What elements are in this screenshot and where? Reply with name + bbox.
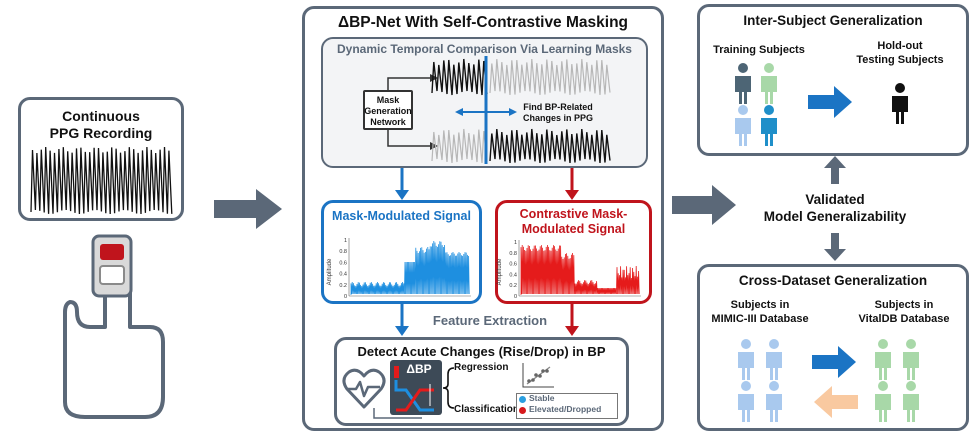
person-icon bbox=[735, 63, 751, 104]
validated-line1: Validated bbox=[805, 192, 865, 207]
ppg-title-line2: PPG Recording bbox=[49, 125, 153, 141]
y-tick-label: 0.2 bbox=[509, 283, 517, 289]
mimic-subjects-icons bbox=[738, 339, 782, 422]
dbp-module-graphic bbox=[394, 366, 434, 412]
mimic-to-vitaldb-arrow bbox=[812, 346, 856, 378]
contrastive-modulated-plot: Amplitude 1 0.8 0.6 0.4 0.2 0 bbox=[497, 240, 641, 300]
arrow-red-to-detect bbox=[565, 304, 579, 336]
stable-label: Stable bbox=[529, 393, 555, 403]
mask-net-line3: Network bbox=[370, 117, 406, 127]
person-icon bbox=[875, 381, 891, 422]
arrow-down-red bbox=[565, 168, 579, 200]
masked-signal-bottom bbox=[431, 128, 611, 164]
y-tick-label: 0.6 bbox=[339, 260, 347, 266]
mask-modulated-plot: Amplitude 1 0.8 0.6 0.4 0.2 0 bbox=[327, 238, 471, 300]
holdout-line2: Testing Subjects bbox=[856, 54, 944, 66]
training-subjects-label: Training Subjects bbox=[713, 44, 805, 56]
person-icon bbox=[738, 381, 754, 422]
heart-pulse-icon bbox=[342, 368, 386, 409]
person-icon bbox=[875, 339, 891, 380]
person-icon bbox=[766, 381, 782, 422]
training-to-holdout-arrow bbox=[808, 86, 852, 118]
person-icon bbox=[903, 339, 919, 380]
ppg-title-line1: Continuous bbox=[62, 108, 140, 124]
arrow-up-to-inter bbox=[824, 156, 846, 184]
y-tick-label: 1 bbox=[344, 238, 347, 244]
mimic-line1: Subjects in bbox=[730, 299, 790, 311]
elevated-label: Elevated/Dropped bbox=[529, 404, 602, 414]
cross-dataset-title: Cross-Dataset Generalization bbox=[738, 273, 928, 288]
y-tick-label: 0.4 bbox=[509, 272, 517, 278]
person-icon bbox=[738, 339, 754, 380]
validated-line2: Model Generalizability bbox=[763, 209, 907, 224]
regression-label: Regression bbox=[454, 362, 509, 373]
person-icon bbox=[766, 339, 782, 380]
mask-net-line1: Mask bbox=[376, 95, 400, 105]
amplitude-label-blue: Amplitude bbox=[327, 258, 333, 285]
contrastive-title-line1: Contrastive Mask- bbox=[519, 207, 628, 221]
arrow-blue-to-detect bbox=[395, 304, 409, 336]
dynamic-comparison-title: Dynamic Temporal Comparison Via Learning… bbox=[337, 42, 632, 56]
inter-subject-title: Inter-Subject Generalization bbox=[743, 13, 923, 28]
regression-scatter-icon bbox=[522, 363, 554, 388]
y-tick-label: 0.8 bbox=[339, 249, 347, 255]
stable-dot bbox=[519, 396, 526, 403]
person-icon bbox=[735, 105, 751, 146]
mimic-line2: MIMIC-III Database bbox=[711, 313, 809, 325]
person-icon bbox=[761, 105, 777, 146]
y-tick-label: 0.8 bbox=[509, 251, 517, 257]
feature-extraction-label: Feature Extraction bbox=[432, 313, 548, 328]
arrow-down-blue bbox=[395, 168, 409, 200]
arrow-to-center bbox=[214, 189, 282, 229]
elevated-dot bbox=[519, 407, 526, 414]
mask-net-line2: Generation bbox=[364, 106, 412, 116]
classification-label: Classification bbox=[454, 404, 520, 415]
person-icon bbox=[761, 63, 777, 104]
y-tick-label: 0.6 bbox=[509, 262, 517, 268]
find-changes-line1: Find BP-Related bbox=[523, 102, 593, 112]
y-tick-label: 0.2 bbox=[339, 283, 347, 289]
contrastive-title-line2: Modulated Signal bbox=[521, 222, 626, 236]
training-subjects-icons bbox=[735, 63, 777, 146]
output-brace bbox=[442, 367, 455, 409]
vitaldb-line1: Subjects in bbox=[874, 299, 934, 311]
dbp-module-label: ΔBP bbox=[406, 362, 432, 376]
heart-to-dbp-connector bbox=[373, 408, 422, 419]
y-tick-label: 0 bbox=[514, 294, 517, 300]
ppg-waveform bbox=[30, 146, 173, 215]
arrow-down-to-cross bbox=[824, 233, 846, 261]
mask-divider bbox=[455, 56, 517, 164]
y-tick-label: 0.4 bbox=[339, 272, 347, 278]
vitaldb-line2: VitalDB Database bbox=[858, 313, 950, 325]
classification-legend bbox=[516, 393, 618, 419]
detect-changes-title: Detect Acute Changes (Rise/Drop) in BP bbox=[357, 344, 606, 359]
vitaldb-subjects-icons bbox=[875, 339, 919, 422]
masked-signal-top bbox=[431, 58, 611, 96]
person-icon bbox=[903, 381, 919, 422]
y-tick-label: 1 bbox=[514, 240, 517, 246]
y-tick-label: 0 bbox=[344, 294, 347, 300]
holdout-line1: Hold-out bbox=[877, 40, 923, 52]
ppg-recording-panel: Continuous PPG Recording bbox=[18, 97, 184, 221]
finger-sensor-illustration bbox=[63, 234, 165, 419]
amplitude-label-red: Amplitude bbox=[497, 258, 503, 285]
mask-modulated-title: Mask-Modulated Signal bbox=[332, 209, 471, 223]
arrow-to-right bbox=[672, 185, 736, 225]
mask-net-connectors bbox=[387, 74, 438, 150]
mask-generation-network bbox=[363, 90, 413, 130]
sensor-led bbox=[100, 244, 124, 260]
holdout-person-icon bbox=[892, 83, 908, 124]
find-changes-line2: Changes in PPG bbox=[522, 113, 593, 123]
dbp-net-title: ΔBP-Net With Self-Contrastive Masking bbox=[337, 14, 629, 31]
vitaldb-to-mimic-arrow bbox=[814, 386, 858, 418]
